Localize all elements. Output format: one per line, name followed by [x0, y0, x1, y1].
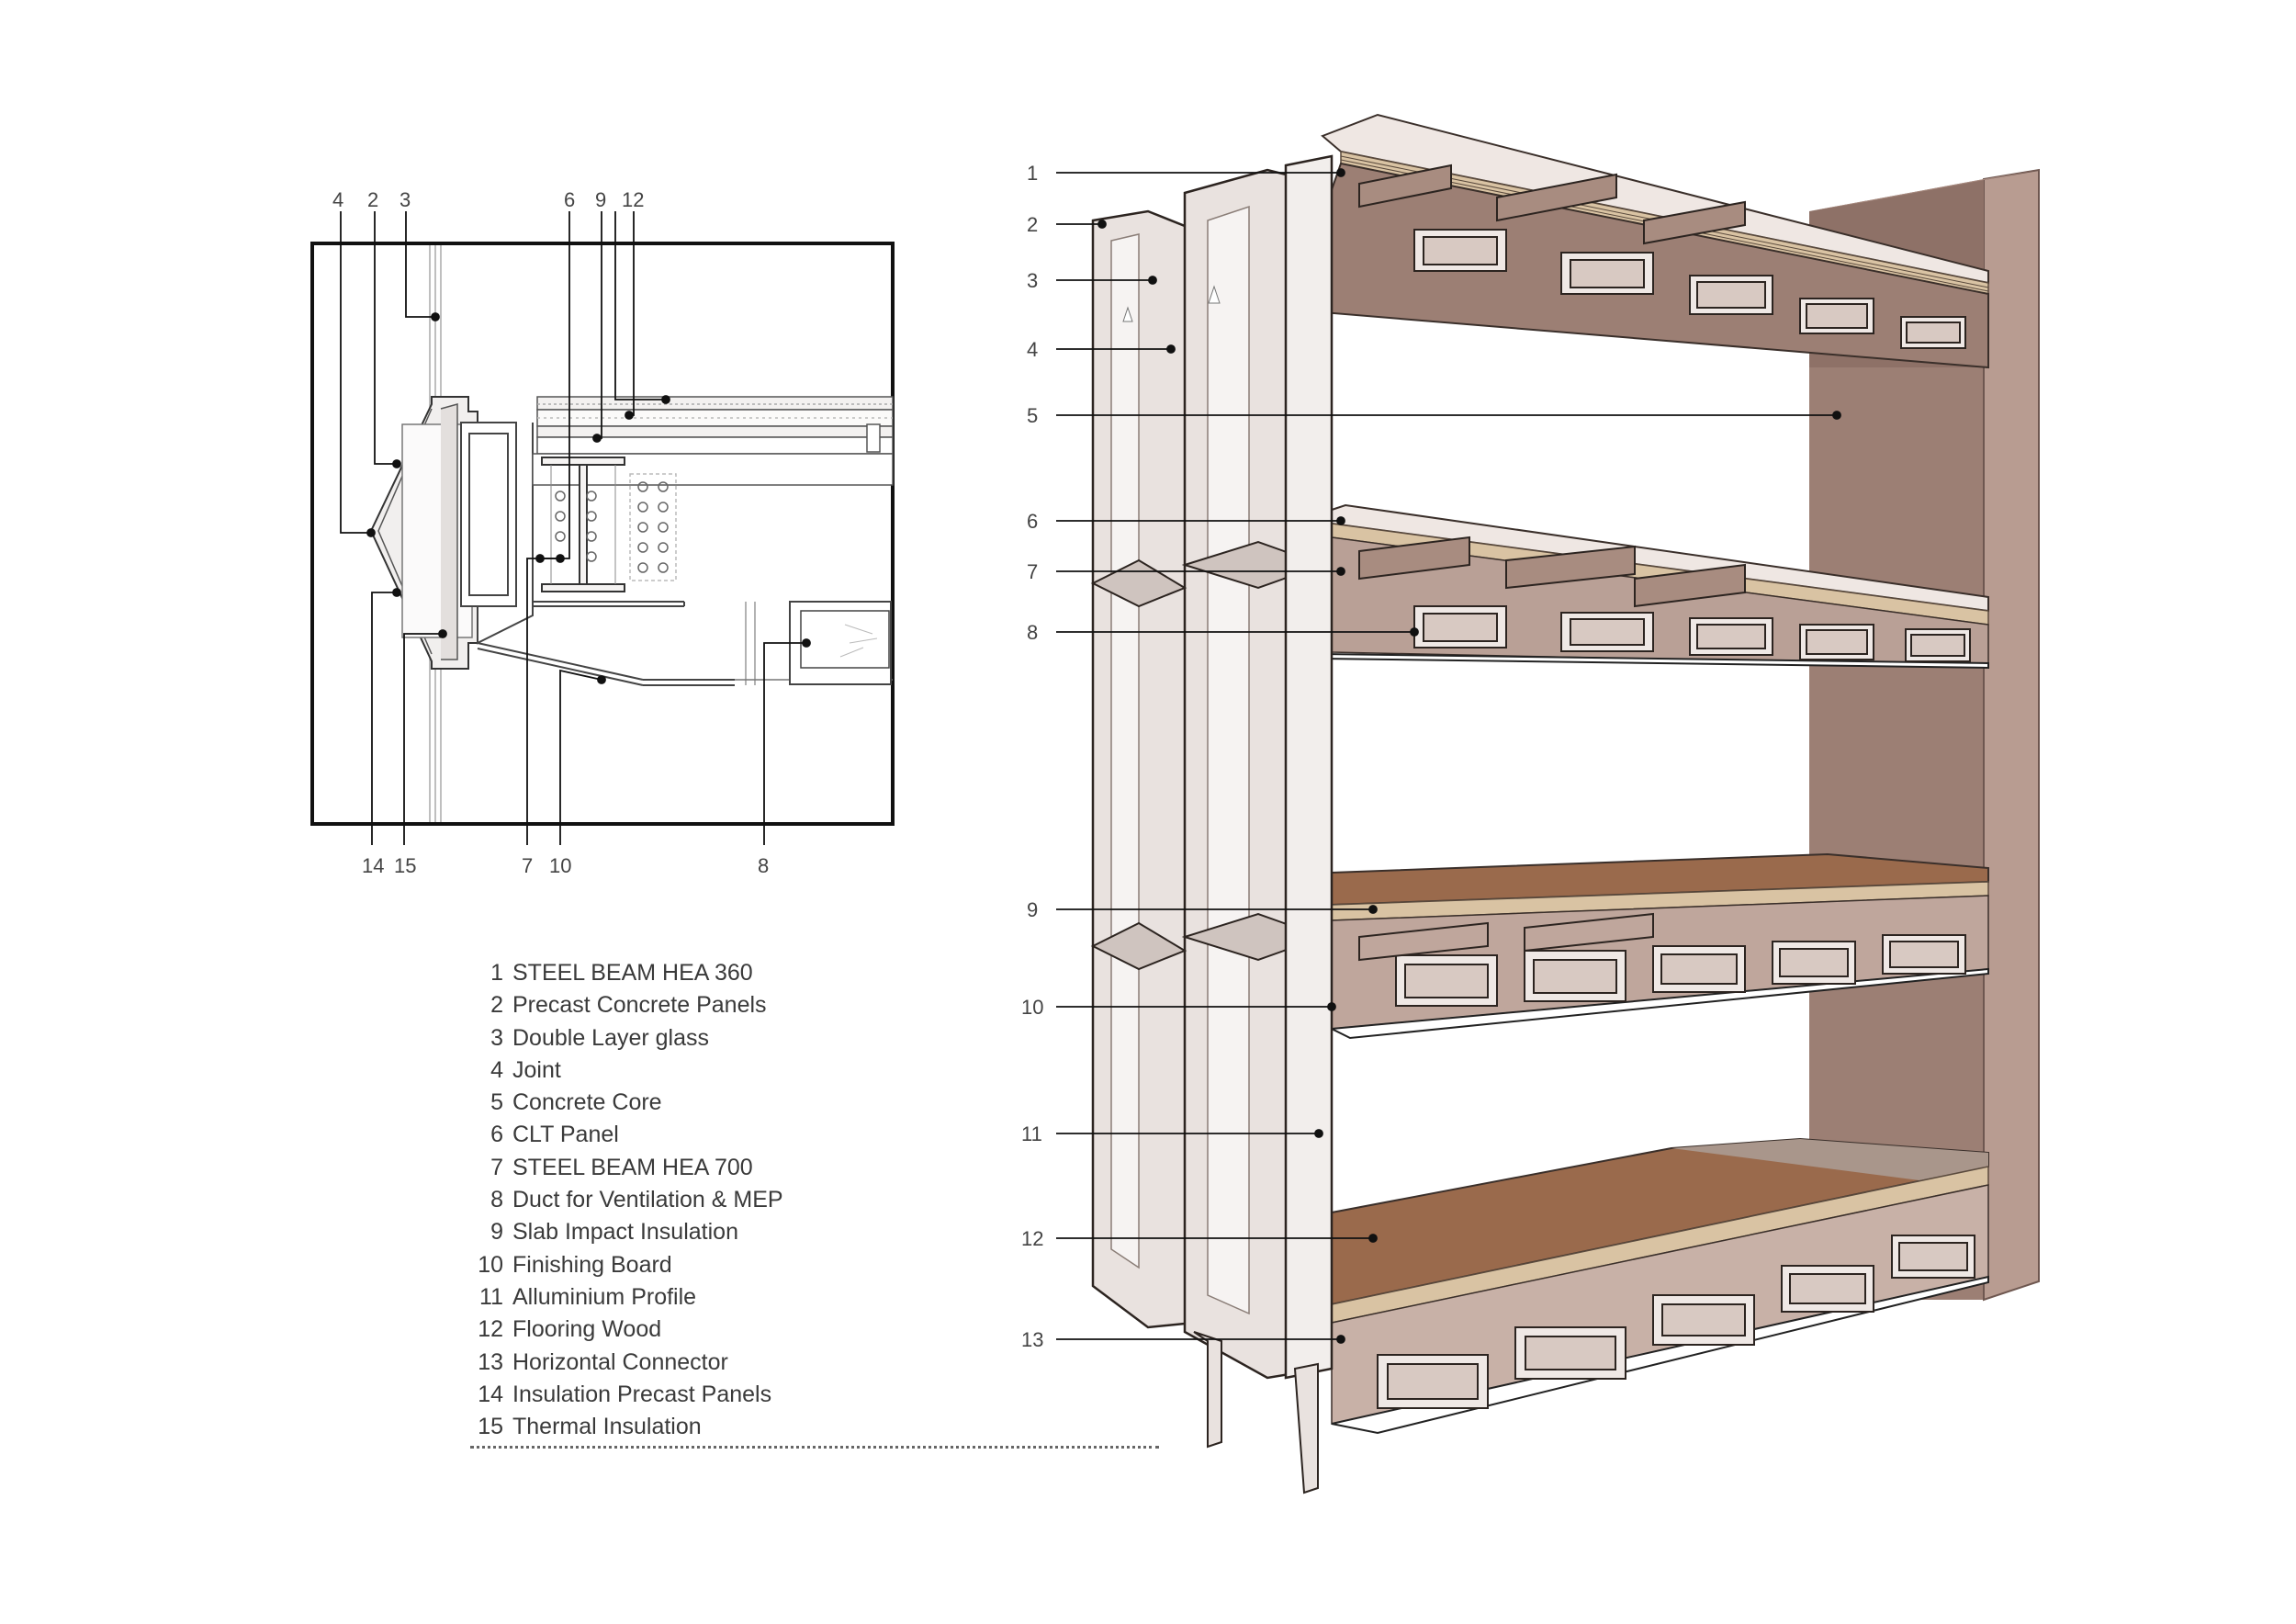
legend-item: 7 STEEL BEAM HEA 700 — [470, 1152, 1168, 1184]
detail-callout-10: 10 — [549, 854, 571, 877]
legend-label: Insulation Precast Panels — [512, 1381, 772, 1407]
legend-item: 6 CLT Panel — [470, 1119, 1168, 1151]
legend-label: Horizontal Connector — [512, 1348, 728, 1375]
legend-number: 6 — [490, 1122, 503, 1148]
legend-number: 9 — [490, 1219, 503, 1246]
legend-label: CLT Panel — [512, 1122, 619, 1148]
legend-item: 14 Insulation Precast Panels — [470, 1379, 1168, 1411]
bolt-pattern — [555, 473, 677, 581]
detail-callout-9: 9 — [595, 188, 606, 211]
legend-label: Flooring Wood — [512, 1316, 662, 1343]
axo-callout-2: 2 — [1027, 213, 1038, 236]
legend-number: 8 — [490, 1187, 503, 1213]
section-detail: 4 2 3 6 9 12 14 15 7 10 8 — [310, 188, 895, 877]
axo-callout-numbers: 1 2 3 4 5 6 7 8 9 10 11 12 13 — [1021, 162, 1043, 1351]
legend-item: 4 Joint — [470, 1054, 1168, 1087]
detail-leaders — [340, 211, 811, 845]
legend-number: 15 — [478, 1414, 503, 1440]
precast-panel-section — [369, 396, 534, 670]
legend-item: 9 Slab Impact Insulation — [470, 1216, 1168, 1248]
detail-callout-numbers: 4 2 3 6 9 12 14 15 7 10 8 — [332, 188, 769, 877]
axo-callout-3: 3 — [1027, 269, 1038, 292]
legend-label: Joint — [512, 1056, 561, 1083]
ducts — [1377, 229, 1975, 1409]
legend-item: 3 Double Layer glass — [470, 1022, 1168, 1054]
legend: 1 STEEL BEAM HEA 360 2 Precast Concrete Pa… — [470, 957, 1168, 1443]
detail-callout-14: 14 — [362, 854, 384, 877]
legend-number: 12 — [478, 1316, 503, 1343]
legend-number: 11 — [479, 1283, 503, 1310]
facade-panels — [1090, 154, 1334, 1494]
detail-callout-4: 4 — [332, 188, 343, 211]
axo-callout-12: 12 — [1021, 1227, 1043, 1250]
legend-item: 15 Thermal Insulation — [470, 1411, 1168, 1443]
legend-item: 12 Flooring Wood — [470, 1314, 1168, 1346]
legend-number: 14 — [478, 1381, 503, 1407]
legend-item: 2 Precast Concrete Panels — [470, 989, 1168, 1021]
axo-callout-5: 5 — [1027, 404, 1038, 427]
legend-label: Precast Concrete Panels — [512, 992, 767, 1019]
legend-item: 8 Duct for Ventilation & MEP — [470, 1184, 1168, 1216]
steel-beams — [1358, 164, 1746, 962]
legend-label: Alluminium Profile — [512, 1283, 697, 1310]
detail-callout-7: 7 — [522, 854, 533, 877]
legend-label: STEEL BEAM HEA 700 — [512, 1154, 753, 1180]
legend-label: Thermal Insulation — [512, 1414, 702, 1440]
detail-callout-2: 2 — [367, 188, 378, 211]
legend-number: 7 — [490, 1154, 503, 1180]
axo-callout-13: 13 — [1021, 1328, 1043, 1351]
legend-item: 5 Concrete Core — [470, 1087, 1168, 1119]
detail-callout-6: 6 — [564, 188, 575, 211]
legend-item: 10 Finishing Board — [470, 1249, 1168, 1281]
steel-beam-section — [541, 457, 625, 592]
legend-label: Duct for Ventilation & MEP — [512, 1187, 783, 1213]
legend-number: 13 — [478, 1348, 503, 1375]
legend-label: Double Layer glass — [512, 1024, 710, 1051]
detail-callout-15: 15 — [394, 854, 416, 877]
detail-callout-8: 8 — [758, 854, 769, 877]
legend-number: 5 — [490, 1089, 503, 1116]
axo-callout-7: 7 — [1027, 560, 1038, 583]
legend-number: 10 — [478, 1251, 503, 1278]
axo-callout-9: 9 — [1027, 898, 1038, 921]
legend-item: 1 STEEL BEAM HEA 360 — [470, 957, 1168, 989]
detail-callout-12: 12 — [622, 188, 644, 211]
axo-callout-8: 8 — [1027, 621, 1038, 644]
detail-callout-3: 3 — [400, 188, 411, 211]
axo-callout-1: 1 — [1027, 162, 1038, 185]
legend-number: 1 — [490, 960, 503, 986]
axo-callout-6: 6 — [1027, 510, 1038, 533]
legend-number: 4 — [490, 1056, 503, 1083]
legend-item: 13 Horizontal Connector — [470, 1347, 1168, 1379]
legend-label: STEEL BEAM HEA 360 — [512, 960, 753, 986]
axonometric-view: 1 2 3 4 5 6 7 8 9 10 11 12 13 — [1021, 113, 2040, 1494]
legend-label: Finishing Board — [512, 1251, 672, 1278]
legend-label: Slab Impact Insulation — [512, 1219, 738, 1246]
axo-callout-4: 4 — [1027, 338, 1038, 361]
axo-leaders — [1056, 168, 1841, 1344]
axo-callout-10: 10 — [1021, 996, 1043, 1019]
axo-callout-11: 11 — [1021, 1122, 1042, 1145]
legend-number: 3 — [490, 1024, 503, 1051]
legend-item: 11 Alluminium Profile — [470, 1281, 1168, 1314]
legend-number: 2 — [490, 992, 503, 1019]
legend-divider — [470, 1446, 1159, 1449]
legend-label: Concrete Core — [512, 1089, 662, 1116]
